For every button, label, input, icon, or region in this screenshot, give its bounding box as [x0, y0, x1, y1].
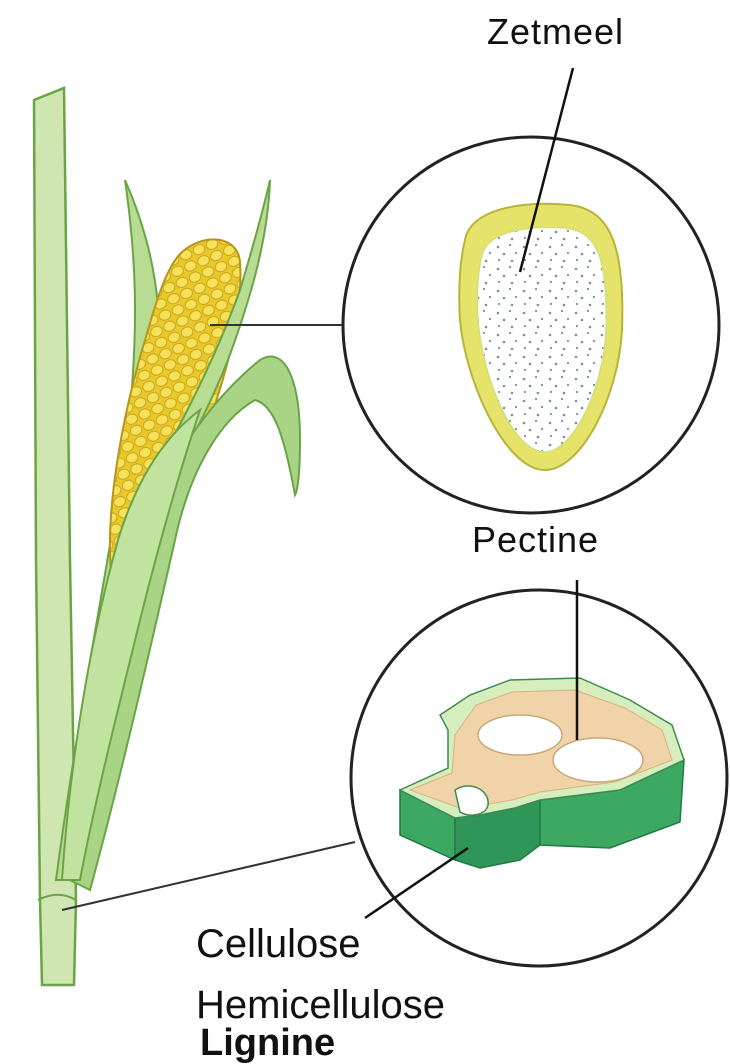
corn-plant	[34, 88, 300, 985]
stalk-to-cell-line	[62, 842, 355, 910]
label-cellulose: Cellulose	[196, 924, 361, 964]
label-hemicellulose: Hemicellulose	[196, 985, 445, 1025]
label-pectine: Pectine	[472, 522, 599, 558]
grain-magnified-circle	[343, 68, 719, 513]
cell-lumen-left	[478, 715, 562, 755]
label-zetmeel: Zetmeel	[487, 14, 624, 50]
label-lignine: Lignine	[200, 1024, 335, 1062]
cell-lumen-right	[553, 738, 643, 782]
cell-wall-magnified-circle	[351, 580, 727, 966]
